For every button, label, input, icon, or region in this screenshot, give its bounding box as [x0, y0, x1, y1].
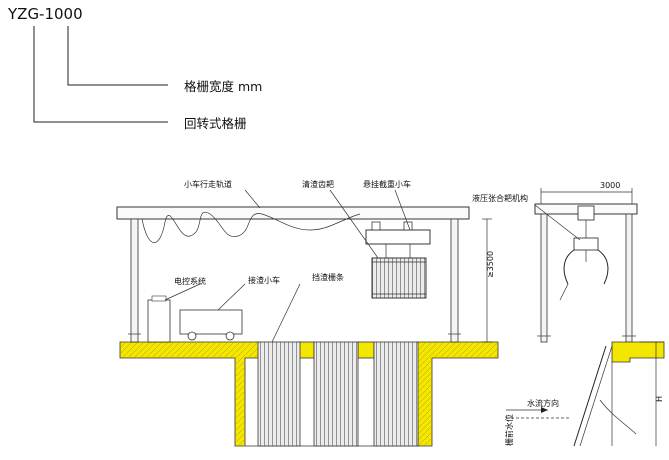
label-rake: 清渣齿耙: [302, 179, 334, 189]
concrete-foundation: [119, 341, 499, 447]
label-width-dim: 3000: [600, 181, 620, 190]
side-channel: [506, 341, 665, 447]
hoist-trolley: [365, 221, 431, 258]
label-receive-cart: 接渣小车: [248, 275, 280, 285]
label-trolley-track: 小车行走轨道: [184, 179, 232, 189]
screen-units: [257, 341, 419, 447]
receiving-cart: [179, 309, 243, 341]
hydraulic-grab: [559, 237, 609, 301]
side-view-frame: [534, 188, 638, 343]
festoon-cable: [141, 211, 361, 243]
cleaning-rake: [371, 257, 427, 299]
height-dimension: [482, 218, 492, 343]
width-callout: 格栅宽度 mm: [184, 79, 262, 94]
model-code: YZG-1000: [7, 5, 83, 23]
control-cabinet: [147, 295, 171, 343]
label-leaders: [164, 189, 581, 343]
label-hoist-trolley: 悬挂截重小车: [363, 179, 411, 189]
gantry-frame: [116, 206, 470, 343]
label-depth-h: H: [655, 396, 664, 402]
label-control-system: 电控系统: [174, 276, 206, 286]
label-water-level: 栅前水位: [504, 414, 514, 446]
model-leader-lines: [33, 26, 168, 123]
label-hydraulic-rake: 液压张合耙机构: [472, 193, 528, 203]
label-screen-bars: 挡渣栅条: [312, 272, 344, 282]
height-dim-label: ≥3500: [486, 251, 495, 278]
label-flow-direction: 水流方向: [527, 398, 559, 408]
type-callout: 回转式格栅: [184, 116, 247, 131]
